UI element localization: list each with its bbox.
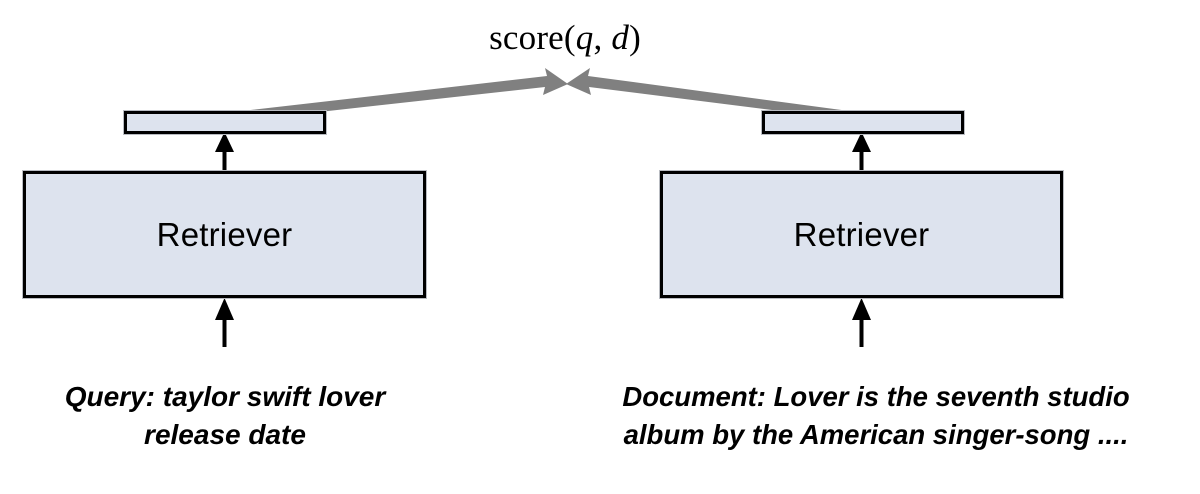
query-retriever-label: Retriever (156, 215, 293, 253)
document-retriever-label: Retriever (793, 215, 930, 253)
document-embedding-bar (761, 110, 965, 135)
query-retriever-box: Retriever (22, 170, 427, 299)
score-variable-q: q (575, 18, 594, 57)
query-caption-line-2: release date (144, 419, 306, 450)
score-separator: , (593, 18, 612, 57)
query-input-arrow (215, 298, 234, 347)
document-input-arrow (852, 298, 871, 347)
query-encode-arrow (215, 132, 234, 172)
score-formula-label: score(q, d) (0, 16, 1130, 60)
document-encode-arrow (852, 132, 871, 172)
document-caption-line-1: Document: Lover is the seventh studio (622, 381, 1130, 412)
score-suffix: ) (629, 18, 641, 57)
document-caption: Document: Lover is the seventh studio al… (566, 378, 1186, 454)
query-caption: Query: taylor swift lover release date (20, 378, 430, 454)
score-prefix: score( (489, 18, 576, 57)
query-caption-line-1: Query: taylor swift lover (64, 381, 386, 412)
query-embedding-bar (123, 110, 327, 135)
document-retriever-box: Retriever (659, 170, 1064, 299)
document-caption-line-2: album by the American singer-song .... (623, 419, 1129, 450)
score-variable-d: d (611, 18, 630, 57)
